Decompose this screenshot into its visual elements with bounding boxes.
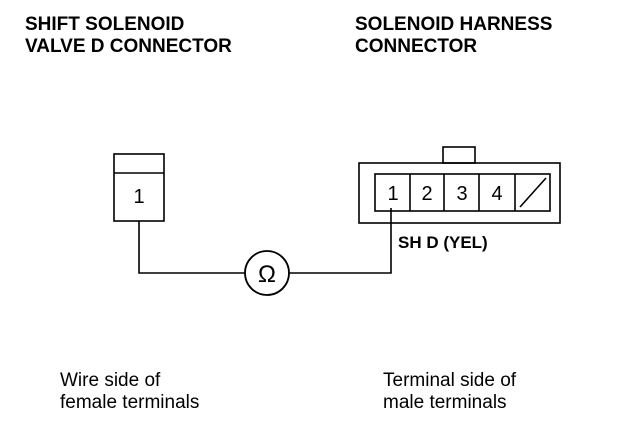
right-test-lead [289, 208, 392, 274]
left-connector-title-line2: VALVE D CONNECTOR [25, 36, 232, 57]
right-connector-title-line2: CONNECTOR [355, 36, 478, 57]
solenoid-harness-connector [358, 146, 561, 224]
right-caption-line2: male terminals [383, 392, 507, 413]
right-connector-title-line1: SOLENOID HARNESS [355, 14, 553, 35]
right-caption-line1: Terminal side of [383, 370, 517, 391]
harness-terminal-2: 2 [421, 183, 432, 205]
harness-connector-housing [358, 162, 561, 224]
left-caption-line1: Wire side of [60, 370, 161, 391]
harness-terminal-4: 4 [491, 183, 502, 205]
left-caption-line2: female terminals [60, 392, 200, 413]
ohm-symbol: Ω [258, 261, 276, 288]
harness-connector-lock-tab [442, 146, 476, 164]
blank-cavity-slash [519, 177, 547, 208]
harness-terminal-3: 3 [456, 183, 467, 205]
left-test-lead [138, 221, 245, 274]
wire-color-label: SH D (YEL) [398, 233, 488, 252]
left-connector-title-line1: SHIFT SOLENOID [25, 14, 185, 35]
harness-connector-cavity-frame [374, 173, 551, 212]
left-terminal-number: 1 [133, 186, 144, 208]
harness-terminal-1: 1 [387, 183, 398, 205]
test-leads [138, 208, 392, 274]
ohmmeter-icon [244, 250, 290, 296]
